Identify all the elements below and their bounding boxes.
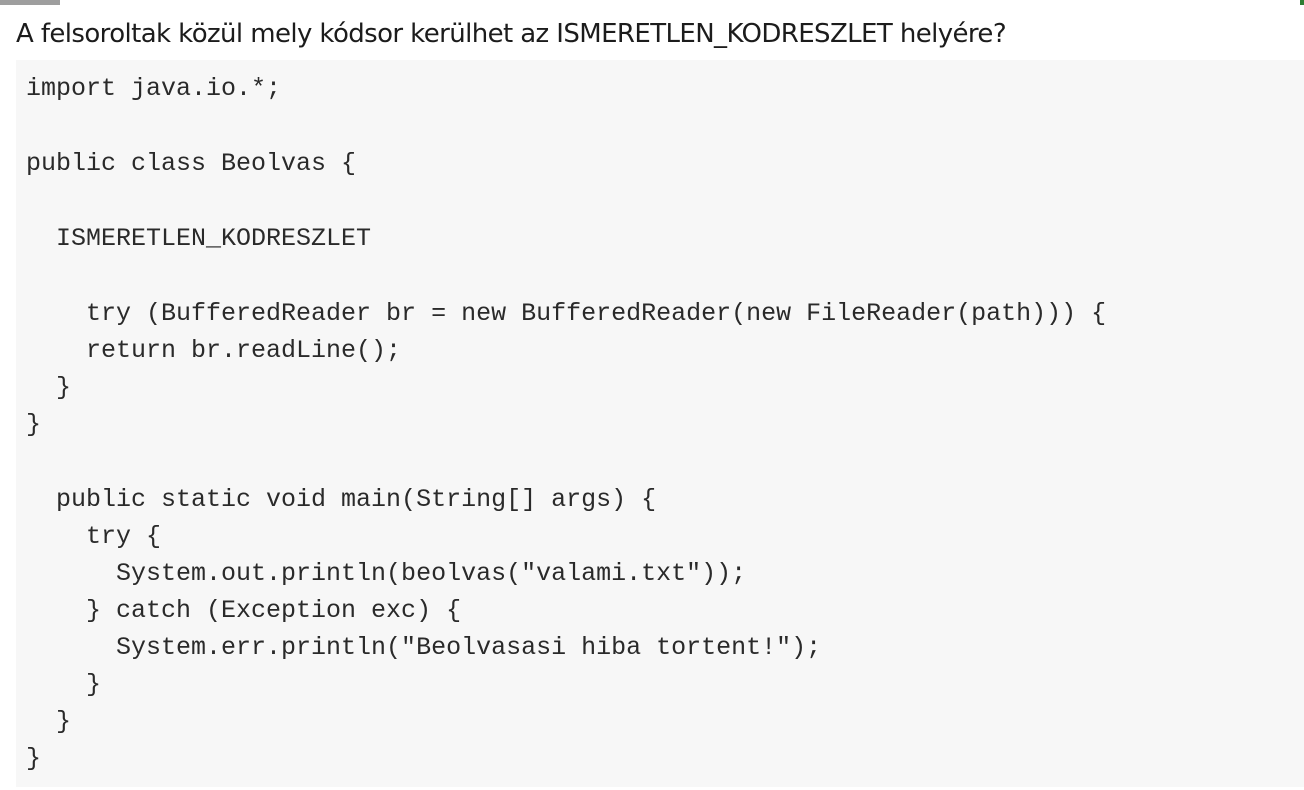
code-line: public class Beolvas {: [26, 149, 357, 178]
code-line: }: [26, 670, 102, 699]
code-line: try {: [26, 522, 162, 551]
code-line: import java.io.*;: [26, 74, 282, 103]
code-line: }: [26, 744, 42, 773]
code-line: ISMERETLEN_KODRESZLET: [26, 224, 372, 253]
top-decoration-bar: [0, 0, 60, 5]
code-line: return br.readLine();: [26, 336, 402, 365]
code-block: import java.io.*; public class Beolvas {…: [16, 60, 1304, 787]
code-line: public static void main(String[] args) {: [26, 485, 657, 514]
code-line: try (BufferedReader br = new BufferedRea…: [26, 299, 1107, 328]
code-line: }: [26, 707, 72, 736]
code-line: System.err.println("Beolvasasi hiba tort…: [26, 633, 822, 662]
code-line: }: [26, 410, 42, 439]
code-line: }: [26, 373, 72, 402]
question-text: A felsoroltak közül mely kódsor kerülhet…: [16, 19, 1007, 49]
top-right-accent: [1300, 0, 1304, 5]
code-line: } catch (Exception exc) {: [26, 596, 462, 625]
code-line: System.out.println(beolvas("valami.txt")…: [26, 559, 747, 588]
